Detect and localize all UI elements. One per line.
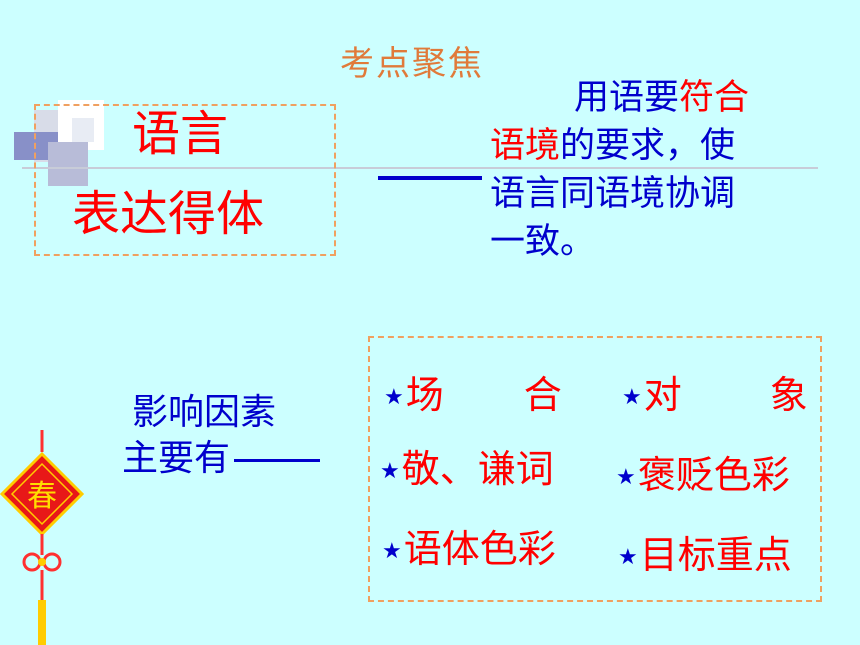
factors-line-2: 主要有 — [122, 438, 231, 479]
factor-item-occasion: ★场合 — [384, 373, 562, 417]
definition-line-3: 语言同语境协调 — [490, 174, 736, 214]
star-icon: ★ — [382, 538, 402, 564]
star-icon: ★ — [622, 384, 642, 410]
factors-label: 影响因素 主要有 — [122, 390, 321, 482]
factor-item-honorifics: ★敬、谦词 — [380, 447, 554, 491]
factors-dash — [234, 458, 321, 462]
definition-highlight-1: 符合 — [679, 78, 750, 118]
definition-line-4: 一致。 — [490, 222, 596, 262]
star-icon: ★ — [384, 384, 404, 410]
term-line-2: 表达得体 — [72, 186, 265, 242]
factor-item-audience: ★对象 — [622, 373, 808, 417]
term-box — [34, 104, 336, 256]
definition-line-2: 的要求，使 — [560, 126, 736, 166]
factor-item-focus: ★目标重点 — [618, 533, 792, 577]
divider-line — [22, 167, 818, 169]
knot-character: 春 — [27, 479, 57, 514]
term-line-1: 语言 — [132, 106, 229, 162]
factors-line-1: 影响因素 — [132, 392, 277, 433]
star-icon: ★ — [616, 464, 636, 490]
factor-item-connotation: ★褒贬色彩 — [616, 453, 790, 497]
definition-highlight-2: 语境 — [490, 126, 561, 166]
star-icon: ★ — [618, 544, 638, 570]
factor-item-register: ★语体色彩 — [382, 527, 556, 571]
star-icon: ★ — [380, 458, 400, 484]
slide-title: 考点聚焦 — [340, 44, 484, 84]
definition-text: 用语要符合 语境的要求，使 语言同语境协调 一致。 — [490, 74, 810, 266]
definition-line-1: 用语要 — [574, 78, 680, 118]
chinese-knot-icon: 春 — [0, 430, 85, 645]
decorative-squares-icon — [14, 100, 104, 186]
connector-dash — [378, 176, 482, 180]
factors-box — [368, 336, 822, 602]
